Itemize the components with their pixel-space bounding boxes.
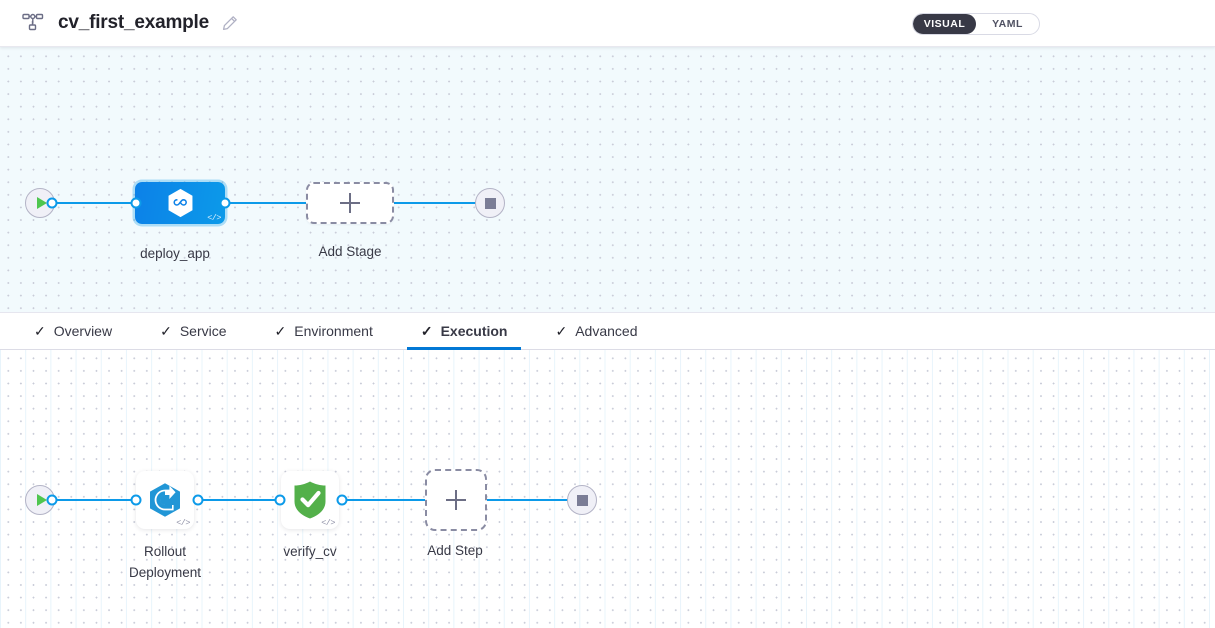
view-mode-toggle[interactable]: VISUAL YAML <box>912 13 1040 35</box>
stage-label-deploy-app: deploy_app <box>140 246 210 261</box>
tab-environment[interactable]: ✓ Environment <box>261 313 387 349</box>
check-icon: ✓ <box>555 323 568 339</box>
tab-execution[interactable]: ✓ Execution <box>406 313 522 350</box>
check-icon: ✓ <box>420 323 433 339</box>
stage-graph-canvas[interactable]: </> deploy_app Add Stage <box>0 47 1215 312</box>
connector-dot <box>46 494 58 506</box>
plus-icon <box>446 490 466 510</box>
stop-icon <box>484 197 496 209</box>
edge-addstage-to-end <box>393 202 481 204</box>
toggle-option-visual[interactable]: VISUAL <box>913 14 976 34</box>
stage-config-tabs[interactable]: ✓ Overview ✓ Service ✓ Environment ✓ Exe… <box>0 312 1215 350</box>
edge-verify-to-addstep <box>342 499 425 501</box>
connector-dot <box>130 197 142 209</box>
pencil-edit-icon[interactable] <box>221 14 239 32</box>
rollout-deployment-icon <box>150 483 180 517</box>
connector-dot <box>274 494 286 506</box>
step-node-rollout-deployment[interactable]: </> <box>136 471 194 529</box>
page-title: cv_first_example <box>58 12 210 33</box>
code-badge: </> <box>176 518 190 528</box>
step-end-node[interactable] <box>567 485 597 515</box>
add-stage-label: Add Stage <box>318 244 382 259</box>
step-label-verify-cv: verify_cv <box>283 544 337 559</box>
tab-service[interactable]: ✓ Service <box>146 313 240 349</box>
tab-label: Execution <box>440 323 508 339</box>
toggle-option-yaml[interactable]: YAML <box>992 18 1023 30</box>
plus-icon <box>340 193 360 213</box>
connector-dot <box>219 197 231 209</box>
connector-dot <box>46 197 58 209</box>
add-stage-button[interactable] <box>306 182 394 224</box>
play-icon <box>36 494 47 506</box>
stop-icon <box>576 494 588 506</box>
check-icon: ✓ <box>274 323 287 339</box>
edge-deploy-to-addstage <box>225 202 308 204</box>
tab-advanced[interactable]: ✓ Advanced <box>541 313 651 349</box>
add-step-button[interactable] <box>425 469 487 531</box>
code-badge: </> <box>207 213 221 223</box>
connector-dot <box>192 494 204 506</box>
step-graph-canvas[interactable]: </> Rollout Deployment </> verify_cv Add… <box>0 350 1215 628</box>
tab-label: Environment <box>294 323 373 339</box>
add-step-label: Add Step <box>427 543 483 558</box>
connector-dot <box>130 494 142 506</box>
check-icon: ✓ <box>160 323 172 339</box>
stage-end-node[interactable] <box>475 188 505 218</box>
step-label-rollout-deployment: Rollout Deployment <box>128 544 202 580</box>
pipeline-tree-icon <box>20 10 46 36</box>
tab-label: Advanced <box>575 323 638 339</box>
tab-label: Service <box>179 323 227 339</box>
edge-start-to-rollout <box>52 499 136 501</box>
play-icon <box>36 197 47 209</box>
edge-start-to-deploy <box>52 202 136 204</box>
step-node-verify-cv[interactable]: </> <box>281 471 339 529</box>
app-header: cv_first_example VISUAL YAML <box>0 0 1215 47</box>
harness-hexagon-icon <box>168 188 192 218</box>
stage-node-deploy-app[interactable]: </> <box>135 182 225 224</box>
code-badge: </> <box>321 518 335 528</box>
edge-rollout-to-verify <box>198 499 280 501</box>
connector-dot <box>336 494 348 506</box>
tab-label: Overview <box>53 323 113 339</box>
edge-addstep-to-end <box>487 499 573 501</box>
check-icon: ✓ <box>34 323 46 339</box>
tab-overview[interactable]: ✓ Overview <box>20 313 126 349</box>
green-shield-check-icon <box>294 481 326 519</box>
